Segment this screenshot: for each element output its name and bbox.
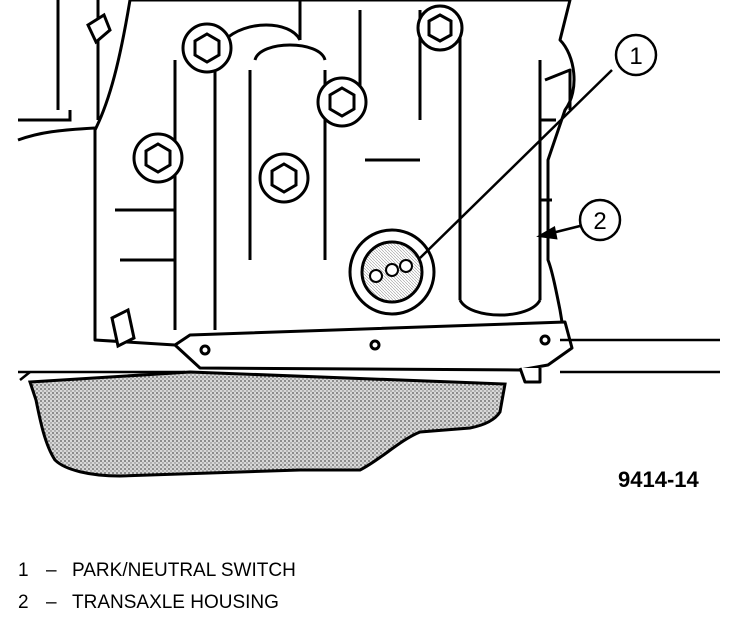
leader-arrowhead-2 xyxy=(536,226,558,240)
leader-line-1 xyxy=(419,69,613,259)
figure-id-label: 9414-14 xyxy=(618,467,700,492)
callout-legend: 1–PARK/NEUTRAL SWITCH 2–TRANSAXLE HOUSIN… xyxy=(18,558,296,622)
callout-1: 1 xyxy=(614,33,658,77)
legend-number-1: 1 xyxy=(18,560,29,581)
leader-lines xyxy=(419,69,613,259)
callout-circle-1 xyxy=(614,33,658,77)
callout-number-2: 2 xyxy=(593,208,606,235)
legend-number-2: 2 xyxy=(18,592,29,613)
oil-pan-flange xyxy=(173,320,574,384)
legend-separator: – xyxy=(46,560,57,581)
axle-lines xyxy=(18,338,720,381)
legend-separator: – xyxy=(46,592,57,613)
callout-2: 2 xyxy=(578,198,622,242)
callout-circle-2 xyxy=(578,198,622,242)
oil-pan xyxy=(27,370,507,478)
legend-label-2: TRANSAXLE HOUSING xyxy=(72,592,279,613)
housing-bolts xyxy=(86,4,464,349)
callout-number-1: 1 xyxy=(629,43,642,70)
left-housing xyxy=(17,0,100,330)
transaxle-housing xyxy=(93,0,576,347)
legend-item-transaxle-housing: 2–TRANSAXLE HOUSING xyxy=(18,590,296,622)
legend-label-1: PARK/NEUTRAL SWITCH xyxy=(72,560,296,581)
park-neutral-switch xyxy=(348,228,436,316)
legend-item-park-neutral-switch: 1–PARK/NEUTRAL SWITCH xyxy=(18,558,296,590)
